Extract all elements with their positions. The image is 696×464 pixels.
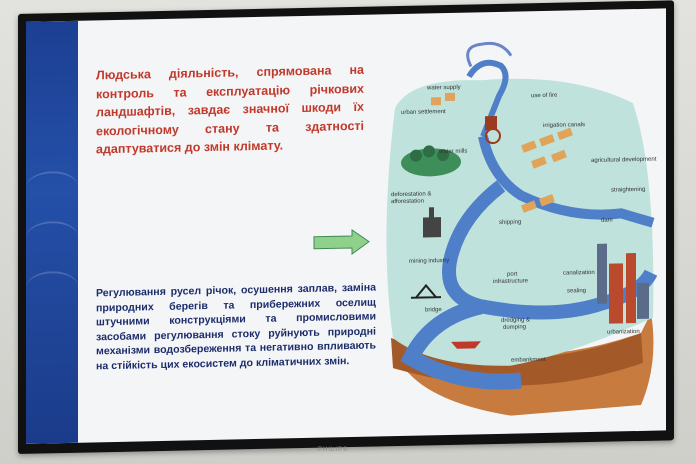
label-water-supply: water supply	[426, 85, 461, 92]
label-mining-industry: mining industry	[409, 258, 449, 265]
river-landscape-illustration: water supply urban settlement use of fir…	[386, 41, 658, 416]
label-dumping: dumping	[503, 324, 526, 330]
left-blue-stripe	[26, 20, 78, 444]
label-deforestation: deforestation &	[391, 191, 431, 198]
label-port: port	[507, 272, 518, 278]
tv-brand-logo: PHILIPS	[318, 447, 349, 453]
label-canalization: canalization	[563, 270, 595, 277]
label-shipping: shipping	[499, 219, 521, 225]
label-embankment: embankment	[511, 357, 546, 364]
tv-monitor: Людська діяльність, спрямована на контро…	[18, 0, 674, 455]
label-afforestation: afforestation	[391, 198, 424, 205]
label-sealing: sealing	[567, 288, 586, 294]
label-urbanization: urbanization	[607, 329, 640, 336]
label-dredging: dredging &	[501, 317, 530, 324]
label-irrigation-canals: irrigation canals	[543, 122, 585, 129]
slide-body-text: Регулювання русел річок, осушення заплав…	[96, 281, 376, 373]
presentation-screen: Людська діяльність, спрямована на контро…	[26, 8, 666, 444]
label-agricultural: agricultural development	[591, 157, 657, 164]
slide-heading: Людська діяльність, спрямована на контро…	[96, 62, 364, 157]
label-dam: dam	[601, 218, 613, 224]
label-water-mills: water mills	[438, 149, 467, 156]
label-use-of-fire: use of fire	[531, 93, 558, 100]
label-bridge: bridge	[425, 307, 442, 313]
label-infrastructure: infrastructure	[493, 278, 529, 285]
green-arrow-icon	[313, 229, 370, 255]
label-straightening: straightening	[611, 187, 645, 194]
label-urban-settlement: urban settlement	[401, 109, 446, 116]
